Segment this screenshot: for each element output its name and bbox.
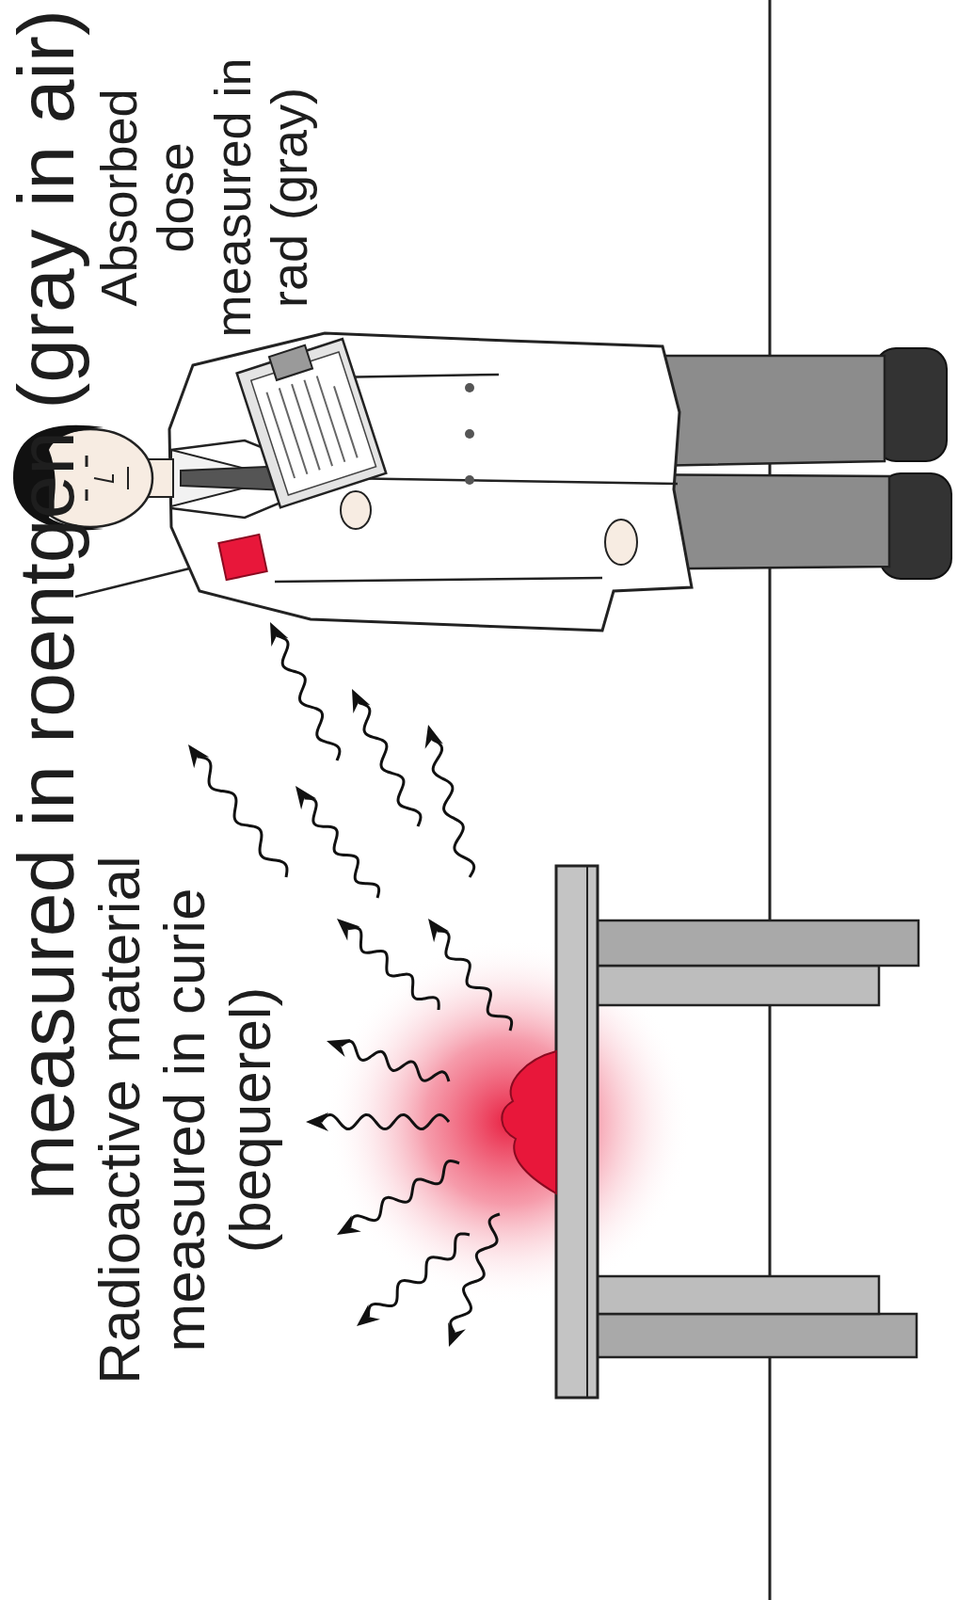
shoe [875,348,947,462]
radiation-wave [196,756,287,878]
dosimeter-badge [218,534,267,580]
clipboard-lines [266,371,357,479]
table-leg [596,920,919,966]
table-edge [586,865,589,1398]
radiation-wave [436,930,511,1031]
arrow-head [270,622,288,647]
dose-label: Absorbed dose measured in rad (gray) [90,56,319,339]
coat-button [464,429,475,439]
table-leg [596,965,879,1006]
ground-line [768,0,772,1600]
radiation-wave [431,738,475,878]
radiation-wave [350,1161,460,1228]
radiation-wave [367,1233,470,1317]
arrow-head [447,1322,466,1347]
exposure-label: measured in roentgen (gray in air) [1,9,91,1600]
arrow-head [336,1214,362,1235]
coat-button [464,383,475,393]
radiation-wave [303,798,379,898]
arrow-head [351,688,370,714]
hand [340,491,371,529]
radioactive-source [501,1051,557,1194]
clipboard [235,333,386,508]
arrow-head [356,1304,381,1326]
table-top [556,865,598,1398]
radiation-wave [276,635,340,761]
radiation-wave [320,1114,449,1129]
mouth [127,466,129,490]
coat-button [464,475,475,485]
arrow-head [336,918,361,942]
radiation-wave [450,1213,500,1333]
arrow-head [326,1038,352,1057]
arrow-head [305,1112,329,1132]
lab-coat [169,333,692,631]
nose [94,474,113,482]
radiation-wave [358,702,421,827]
radiation-wave [348,927,439,1010]
shoe [879,473,952,579]
arrow-head [188,744,209,768]
table-leg [596,1276,879,1314]
table-leg [596,1313,917,1358]
clipboard-board [237,338,387,508]
source-label: Radioactive material measured in curie (… [86,799,283,1440]
clipboard-paper [251,351,377,495]
coat-opening [338,478,678,484]
arrow-head [425,724,444,750]
arrow-head [295,785,317,810]
radiation-wave [340,1040,449,1082]
hand [605,519,638,565]
arrow-head [428,918,449,943]
clipboard-clip [269,345,313,381]
coat-fold [274,577,603,582]
